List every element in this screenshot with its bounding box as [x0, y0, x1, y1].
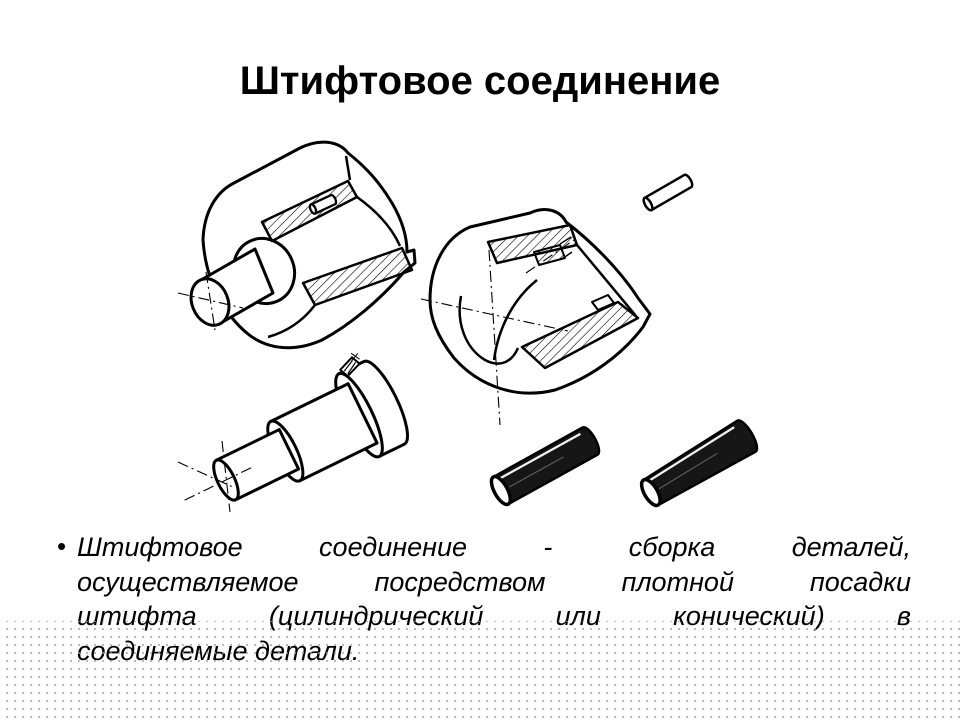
- bullet-paragraph: • Штифтовое соединение - сборка деталей,…: [57, 530, 911, 668]
- small-pin-drawing: [642, 173, 694, 212]
- assembled-pin: [308, 193, 338, 215]
- cylindrical-pin-drawing: [489, 426, 601, 507]
- stepped-shaft-drawing: [177, 352, 409, 513]
- hub-cutaway-drawing: [420, 208, 652, 426]
- flange-pin-hole: [339, 352, 361, 378]
- bullet-line-3: штифта (цилиндрический или конический) в: [77, 601, 911, 631]
- bullet-line-1: Штифтовое соединение - сборка деталей,: [77, 532, 911, 562]
- assembled-joint-drawing: [177, 140, 417, 350]
- pin-seat: [533, 236, 573, 266]
- bullet-line-2: осуществляемое посредством плотной посад…: [77, 566, 911, 597]
- conical-pin-drawing: [639, 419, 759, 508]
- bullet-marker: •: [57, 531, 67, 561]
- bullet-line-4: соединяемые детали.: [77, 635, 360, 666]
- page-title: Штифтовое соединение: [239, 59, 721, 103]
